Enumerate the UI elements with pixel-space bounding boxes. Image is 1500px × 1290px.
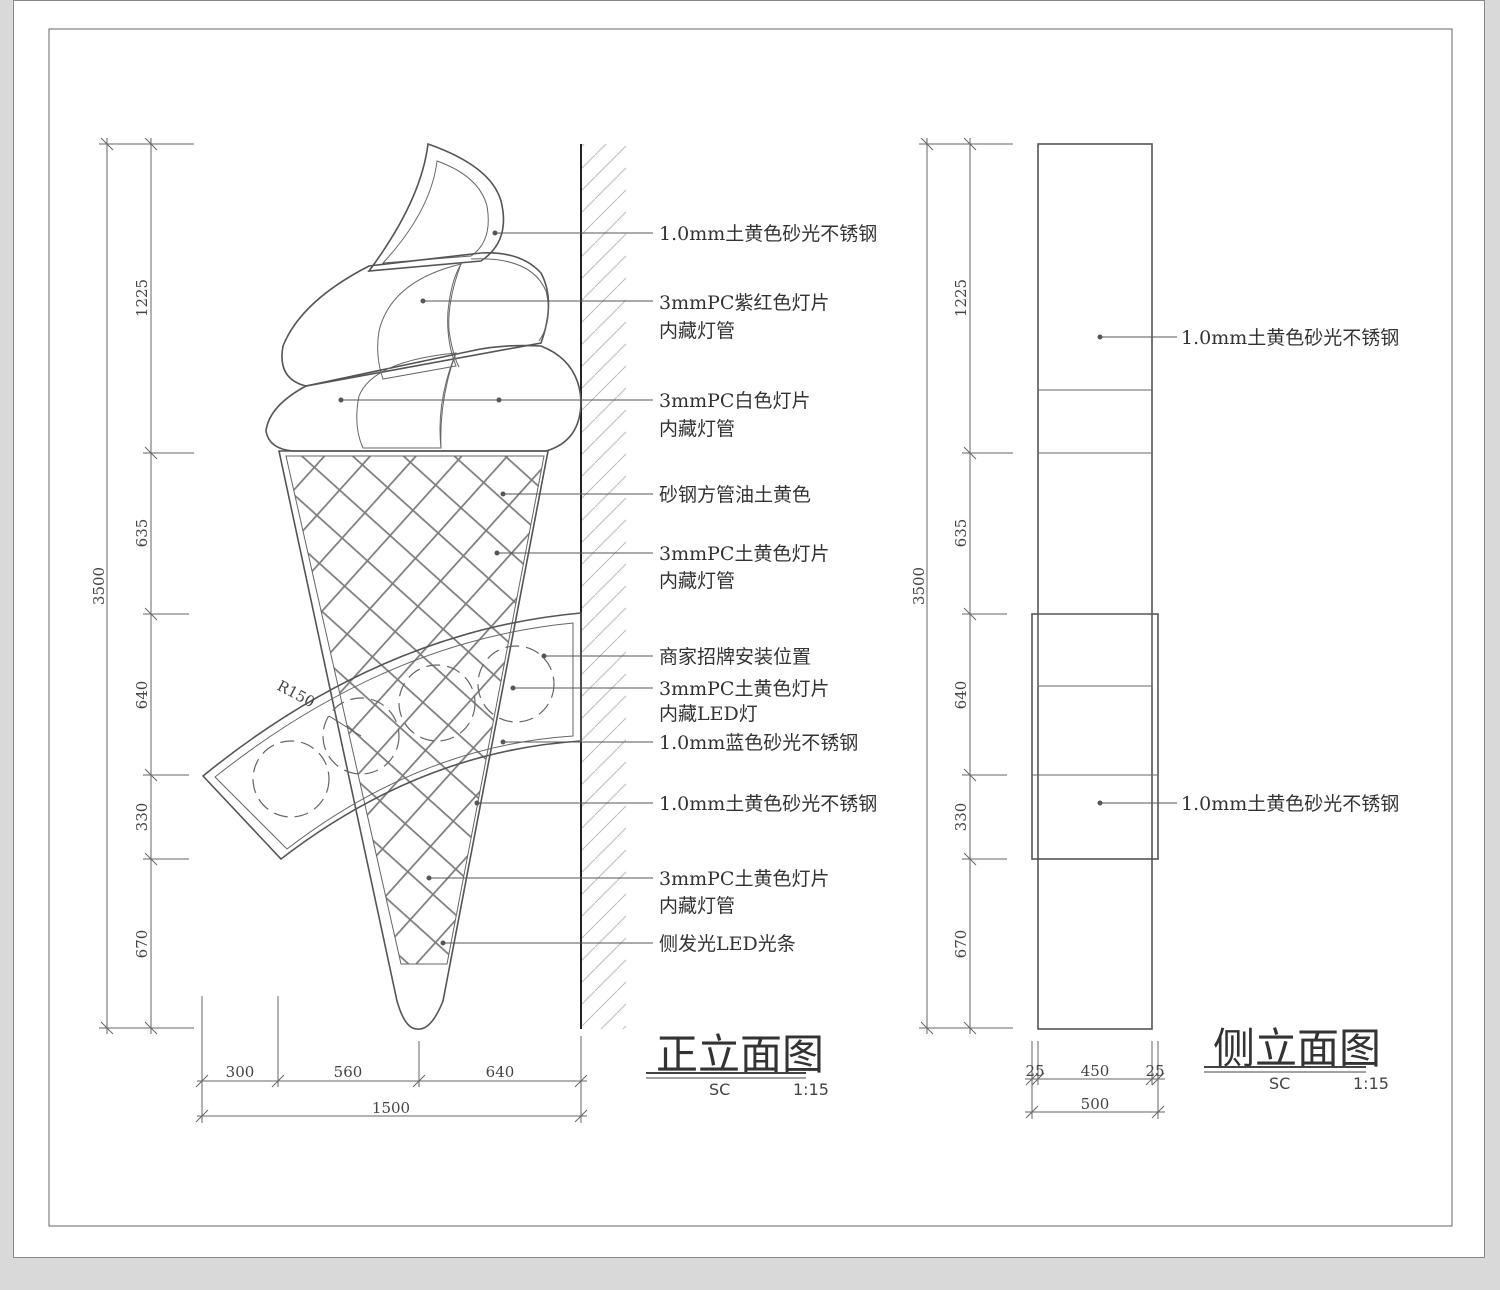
label-10: 3mmPC土黄色灯片	[659, 678, 829, 700]
label-6: 砂钢方管油土黄色	[659, 484, 811, 506]
dim-width-3: 640	[486, 1063, 515, 1081]
front-elevation: 1.0mm土黄色砂光不锈钢 3mmPC紫红色灯片 内藏灯管 3mmPC白色灯片 …	[90, 137, 877, 1123]
side-label-2: 1.0mm土黄色砂光不锈钢	[1181, 793, 1399, 815]
side-dim-seg-2: 635	[952, 519, 970, 548]
side-scale-prefix: SC	[1269, 1074, 1290, 1093]
side-title-block: 侧立面图 SC 1:15	[1204, 1024, 1389, 1093]
side-body	[1037, 143, 1153, 1030]
inner-frame	[48, 28, 1453, 1227]
side-elevation: 1.0mm土黄色砂光不锈钢 1.0mm土黄色砂光不锈钢 3500 1225 63…	[910, 137, 1399, 1119]
side-horizontal-dims	[1025, 1041, 1165, 1119]
dim-seg-5: 670	[133, 930, 151, 959]
label-15: 内藏灯管	[659, 895, 735, 917]
radius-label: R150	[274, 677, 318, 712]
side-dim-seg-1: 1225	[952, 279, 970, 317]
dim-seg-2: 635	[133, 519, 151, 548]
front-scale-prefix: SC	[709, 1080, 730, 1099]
dim-seg-1: 1225	[133, 279, 151, 317]
ice-cream-top	[265, 142, 582, 452]
side-dim-width-1: 25	[1025, 1062, 1044, 1080]
label-4: 3mmPC白色灯片	[659, 390, 810, 412]
cone	[278, 450, 549, 1030]
front-vertical-dims	[99, 137, 194, 1035]
dim-seg-3: 640	[133, 681, 151, 710]
dim-width-1: 300	[226, 1063, 255, 1081]
side-dim-width-3: 25	[1145, 1062, 1164, 1080]
dim-total-height: 3500	[90, 567, 108, 605]
drawing-sheet: 1.0mm土黄色砂光不锈钢 3mmPC紫红色灯片 内藏灯管 3mmPC白色灯片 …	[13, 0, 1485, 1258]
label-14: 3mmPC土黄色灯片	[659, 868, 829, 890]
side-horizontal-dim-text: 25 450 25 500	[1025, 1062, 1164, 1113]
label-2: 3mmPC紫红色灯片	[659, 292, 829, 314]
label-12: 1.0mm蓝色砂光不锈钢	[659, 732, 858, 754]
side-label-1: 1.0mm土黄色砂光不锈钢	[1181, 327, 1399, 349]
dim-width-total: 1500	[372, 1099, 410, 1117]
side-sign-box	[1031, 613, 1159, 860]
side-leaders	[1097, 334, 1177, 806]
label-16: 侧发光LED光条	[659, 933, 796, 955]
label-9: 商家招牌安装位置	[659, 646, 811, 668]
signboard-arc	[201, 612, 582, 861]
label-7: 3mmPC土黄色灯片	[659, 543, 829, 565]
label-5: 内藏灯管	[659, 418, 735, 440]
label-11: 内藏LED灯	[659, 703, 758, 725]
front-scale: 1:15	[793, 1080, 829, 1099]
side-dim-seg-5: 670	[952, 930, 970, 959]
side-vertical-dim-text: 3500 1225 635 640 330 670	[910, 279, 970, 958]
side-vertical-dims	[919, 137, 1013, 1035]
side-dim-width-total: 500	[1081, 1095, 1110, 1113]
side-title: 侧立面图	[1213, 1024, 1381, 1073]
front-title: 正立面图	[656, 1030, 824, 1079]
cone-grid	[286, 456, 544, 964]
side-dim-total-height: 3500	[910, 567, 928, 605]
leaders	[328, 230, 653, 946]
label-1: 1.0mm土黄色砂光不锈钢	[659, 223, 877, 245]
side-dim-seg-4: 330	[952, 803, 970, 832]
logo-circles	[252, 645, 555, 818]
wall-hatch	[582, 144, 626, 1029]
side-scale: 1:15	[1353, 1074, 1389, 1093]
dim-seg-4: 330	[133, 803, 151, 832]
dim-width-2: 560	[334, 1063, 363, 1081]
side-dim-width-2: 450	[1081, 1062, 1110, 1080]
label-3: 内藏灯管	[659, 320, 735, 342]
front-title-block: 正立面图 SC 1:15	[646, 1030, 829, 1099]
side-dim-seg-3: 640	[952, 681, 970, 710]
front-vertical-dim-text: 3500 1225 635 640 330 670	[90, 279, 151, 958]
front-horizontal-dim-text: 300 560 640 1500	[226, 1063, 515, 1117]
label-8: 内藏灯管	[659, 570, 735, 592]
cad-drawing: 1.0mm土黄色砂光不锈钢 3mmPC紫红色灯片 内藏灯管 3mmPC白色灯片 …	[48, 28, 1453, 1227]
front-horizontal-dims	[195, 996, 588, 1123]
label-13: 1.0mm土黄色砂光不锈钢	[659, 793, 877, 815]
